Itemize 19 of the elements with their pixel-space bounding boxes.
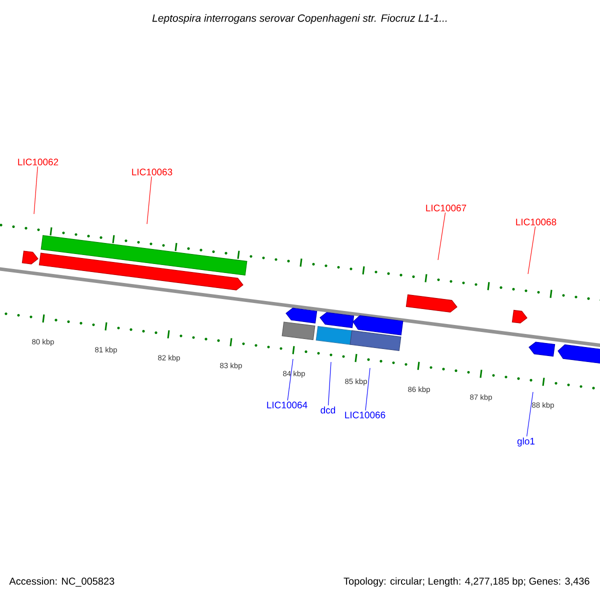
leader-line xyxy=(328,362,332,406)
leader-line xyxy=(526,392,534,437)
gene-label: glo1 xyxy=(517,438,535,446)
leader-line xyxy=(438,212,446,260)
leader-line xyxy=(287,358,294,401)
gene-label: LIC10063 xyxy=(132,168,172,176)
gene-label: LIC10066 xyxy=(345,412,386,418)
leader-line xyxy=(528,226,536,274)
leader-line xyxy=(365,368,370,411)
gene-label: LIC10064 xyxy=(267,402,308,408)
genome-info-text: Topology: circular; Length: 4,277,185 bp; Genes: 3,436 xyxy=(344,577,590,587)
title: Leptospira interrogans serovar Copenhageni str. Fiocruz L1-1... xyxy=(152,14,447,24)
accession-text: Accession: NC_005823 xyxy=(9,577,114,587)
leader-line xyxy=(34,166,38,214)
gene-label: LIC10062 xyxy=(18,158,58,166)
gene-label: dcd xyxy=(320,406,336,414)
leader-line xyxy=(146,176,152,224)
gene-label: LIC10067 xyxy=(426,204,466,212)
gene-label: LIC10068 xyxy=(516,218,556,226)
